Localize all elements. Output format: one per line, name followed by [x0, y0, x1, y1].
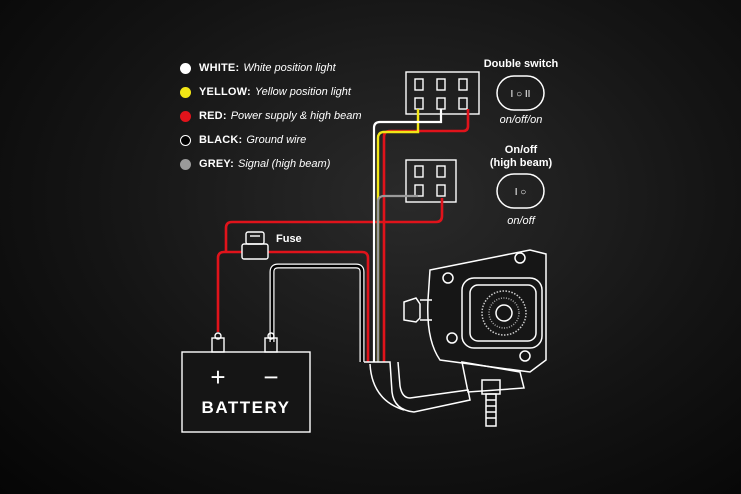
legend-item-black: BLACK: Ground wire [180, 128, 362, 152]
legend-item-white: WHITE: White position light [180, 56, 362, 80]
battery [181, 332, 311, 433]
relay-block-top [405, 71, 480, 115]
legend-key: WHITE: [199, 62, 240, 74]
led-work-light [403, 249, 547, 427]
fuse-holder [241, 231, 269, 260]
white-wire [372, 109, 443, 362]
legend-key: GREY: [199, 158, 235, 170]
red-power-wire [216, 109, 470, 362]
wire-color-legend: WHITE: White position light YELLOW: Yell… [180, 56, 362, 176]
legend-key: BLACK: [199, 134, 243, 146]
relay-block-bottom [405, 159, 457, 203]
grey-dot-icon [180, 158, 191, 170]
double-switch-title: Double switch [483, 58, 559, 70]
legend-item-yellow: YELLOW: Yellow position light [180, 80, 362, 104]
onoff-switch-mode: on/off [507, 215, 535, 227]
yellow-dot-icon [180, 86, 191, 98]
red-dot-icon [180, 110, 191, 122]
fuse-label: Fuse [276, 233, 302, 245]
onoff-switch-title-line2: (high beam) [489, 157, 553, 169]
black-dot-icon [180, 134, 191, 146]
legend-item-red: RED: Power supply & high beam [180, 104, 362, 128]
legend-desc: Signal (high beam) [238, 158, 331, 170]
legend-key: YELLOW: [199, 86, 251, 98]
double-switch-mode: on/off/on [499, 114, 543, 126]
battery-plus-sign: + [210, 362, 226, 392]
yellow-wire [376, 109, 420, 362]
onoff-switch: I ○ [496, 173, 545, 209]
svg-text:I ○ II: I ○ II [511, 89, 531, 100]
black-ground-wire [269, 263, 365, 362]
legend-desc: Ground wire [246, 134, 307, 146]
grey-wire [376, 194, 418, 362]
svg-text:I ○: I ○ [515, 187, 527, 198]
double-switch: I ○ II [496, 75, 545, 111]
legend-item-grey: GREY: Signal (high beam) [180, 152, 362, 176]
legend-desc: Yellow position light [254, 86, 351, 98]
legend-desc: White position light [243, 62, 336, 74]
cable-bundle [364, 361, 471, 413]
white-dot-icon [180, 62, 191, 74]
legend-key: RED: [199, 110, 227, 122]
onoff-switch-title-line1: On/off [504, 144, 538, 156]
battery-minus-sign: − [263, 362, 279, 392]
battery-label: BATTERY [201, 398, 291, 417]
legend-desc: Power supply & high beam [230, 110, 362, 122]
